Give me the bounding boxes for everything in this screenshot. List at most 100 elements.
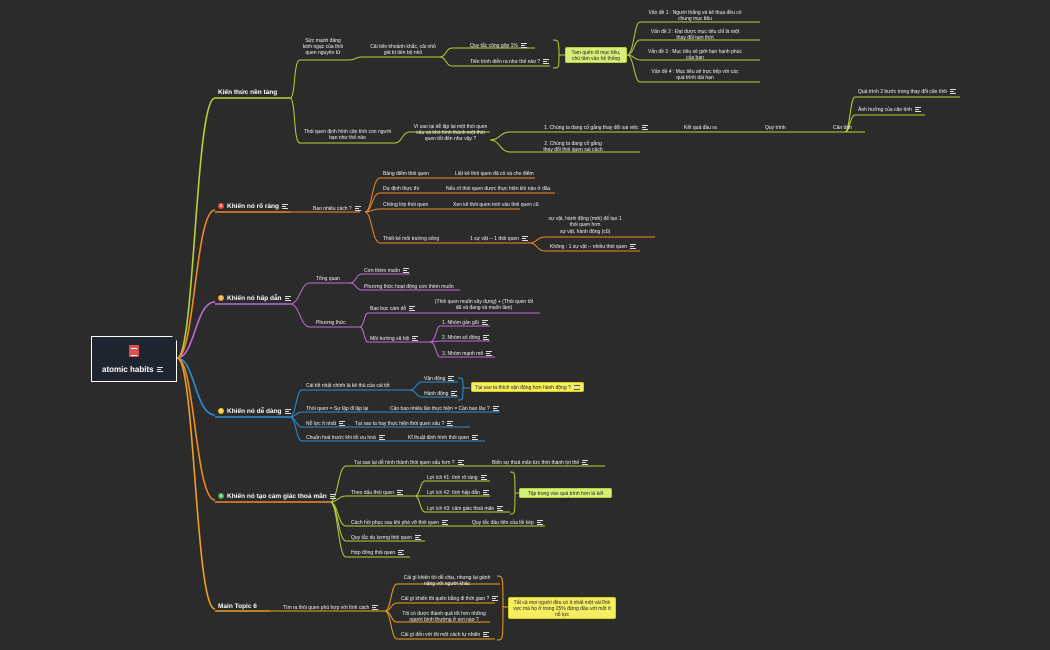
subtopic[interactable]: 1. Nhóm gần gũi xyxy=(442,320,488,326)
subtopic[interactable]: Lợi ích #3: cảm giác thoả mãn xyxy=(427,506,504,512)
note-icon xyxy=(483,335,490,341)
note-icon xyxy=(442,520,449,526)
subtopic[interactable]: Nỗ lực ít nhất xyxy=(306,421,346,427)
subtopic[interactable]: Hợp đồng thói quen xyxy=(351,550,405,556)
subtopic[interactable]: Thói quen = Sự lặp đi lặp lại xyxy=(306,406,369,412)
note-icon xyxy=(483,632,490,638)
subtopic[interactable]: Bao nhiêu cách ? xyxy=(313,206,361,212)
subtopic-label: Quy tắc du lương thói quen xyxy=(351,535,412,541)
note-icon xyxy=(284,295,291,301)
subtopic[interactable]: Phương thức hoạt động cơn thèm muốn xyxy=(364,284,454,290)
subtopic[interactable]: Vấn đề 1 : Người thắng và kẻ thua đều có… xyxy=(648,10,742,22)
subtopic[interactable]: Dự định thực thi xyxy=(383,186,419,192)
subtopic[interactable]: Lợi ích #1: tính rõ ràng xyxy=(427,475,487,481)
subtopic[interactable]: Cái tốt nhất chính là kẻ thù của cái tốt xyxy=(306,383,390,389)
subtopic[interactable]: Vì sao lại dễ lặp lại một thói quen xấu … xyxy=(413,124,488,142)
subtopic[interactable]: Quá trình 2 bước trong thay đổi căn tính xyxy=(858,89,957,95)
note-icon xyxy=(457,460,464,466)
subtopic[interactable]: Bảng điểm thói quen xyxy=(383,171,429,177)
subtopic[interactable]: 2. Nhóm số đông xyxy=(442,335,490,341)
summary-box[interactable]: Tất cả mọi người đều có ít nhất một vài … xyxy=(508,597,616,619)
summary-box[interactable]: Tại sao ta thích vận động hơn hành động … xyxy=(471,382,584,392)
summary-box[interactable]: Tam quên đi mục tiêu, chú tâm vào hệ thố… xyxy=(565,47,627,63)
subtopic[interactable]: Tìm ra thói quen phù hợp với tính cách xyxy=(283,605,379,611)
subtopic-label: Cơn thèm muốn xyxy=(364,268,401,274)
subtopic[interactable]: Chồng lớp thói quen xyxy=(383,202,429,208)
subtopic[interactable]: Cái gì khiến tôi dễ chịu, nhưng lại gánh… xyxy=(403,575,491,587)
central-topic[interactable]: atomic habits xyxy=(91,335,178,382)
note-icon xyxy=(403,268,410,274)
subtopic[interactable]: Quy tắc cộng gộp 1% xyxy=(470,43,527,49)
subtopic[interactable]: Cần bao nhiêu lần thực hiện = Cần bao lâ… xyxy=(390,406,499,412)
subtopic[interactable]: Theo dấu thói quen xyxy=(351,490,404,496)
subtopic-label: Lợi ích #3: cảm giác thoả mãn xyxy=(427,506,495,512)
subtopic[interactable]: Quy tắc đầu tiên của lối kép xyxy=(472,520,543,526)
subtopic[interactable]: Kĩ thuật định hình thói quen xyxy=(408,435,479,441)
subtopic[interactable]: Quy trình xyxy=(765,125,786,131)
main-topic-6[interactable]: Main Topic 6 xyxy=(218,603,257,610)
subtopic[interactable]: Tại sao lại dễ hình thành thói quen xấu … xyxy=(354,460,464,466)
main-topic-3-title: Khiến nó hấp dẫn xyxy=(227,295,282,302)
subtopic[interactable]: Phương thức xyxy=(316,320,346,326)
subtopic[interactable]: Vấn đề 2 : Đạt được mục tiêu chỉ là một … xyxy=(650,29,740,41)
main-topic-1[interactable]: Kiến thức nền tảng xyxy=(218,89,277,96)
subtopic[interactable]: Không : 1 sự vật -- nhiều thói quen xyxy=(550,244,637,250)
subtopic[interactable]: Lợi ích #2: tính hấp dẫn xyxy=(427,490,489,496)
note-icon xyxy=(520,43,527,49)
subtopic[interactable]: Ảnh hưởng của căn tính xyxy=(858,107,921,113)
subtopic[interactable]: Vấn đề 4 : Mục tiêu sẽ trực tiếp với các… xyxy=(651,69,739,81)
note-icon xyxy=(480,475,487,481)
note-icon xyxy=(447,421,454,427)
subtopic[interactable]: Sức mạnh đáng kinh ngạc của thói quen ng… xyxy=(302,38,344,56)
subtopic[interactable]: 3. Nhóm mạnh mẽ xyxy=(442,351,493,357)
subtopic[interactable]: Thiết kế môi trường sống xyxy=(383,236,440,242)
subtopic[interactable]: Biến sự thoả mãn tức thời thành lợi thế xyxy=(492,460,589,466)
subtopic[interactable]: Cải tiến khoảnh khắc, cải nhỏ giá trị ti… xyxy=(370,44,436,56)
book-icon xyxy=(129,345,139,357)
subtopic-label: Theo dấu thói quen xyxy=(351,490,395,496)
subtopic[interactable]: Vận động xyxy=(424,376,455,382)
note-icon xyxy=(409,306,416,312)
subtopic[interactable]: Liệt kê thói quen đã có và cho điểm xyxy=(455,171,534,177)
subtopic[interactable]: Cái gì đến với tôi một cách tự nhiên xyxy=(401,632,490,638)
subtopic-label: Hành động xyxy=(424,391,449,397)
subtopic[interactable]: Môi trường xã hội xyxy=(370,336,419,342)
subtopic[interactable]: Cơn thèm muốn xyxy=(364,268,410,274)
subtopic[interactable]: Tôi có được thành quả tốt hơn những ngườ… xyxy=(402,611,486,623)
subtopic[interactable]: sự vật, hành động (cũ) xyxy=(560,229,611,235)
subtopic[interactable]: Căn tính xyxy=(833,125,852,131)
subtopic[interactable]: Chuẩn hoá trước khi tối ưu hoá xyxy=(306,435,385,441)
subtopic-label: 3. Nhóm mạnh mẽ xyxy=(442,351,484,357)
subtopic[interactable]: Xen kẽ thói quen mới vào thói quen cũ xyxy=(453,202,539,208)
subtopic[interactable]: 2. Chúng ta đang cố gắng thay đổi thói q… xyxy=(543,141,603,153)
summary-box[interactable]: Tập trung vào quá trình hơn là kết quả xyxy=(519,488,612,503)
subtopic[interactable]: Bao bọc cám dỗ xyxy=(370,306,416,312)
subtopic[interactable]: Nếu rõ thói quen được thực hiện khi nào … xyxy=(446,186,551,192)
subtopic[interactable]: Hành động xyxy=(424,391,458,397)
subtopic-label: Quy tắc cộng gộp 1% xyxy=(470,43,518,49)
subtopic[interactable]: sự vật, hành động (mới) để tạo 1 thói qu… xyxy=(548,216,622,228)
note-icon xyxy=(398,550,405,556)
note-icon xyxy=(339,421,346,427)
subtopic-label: Bao nhiêu cách ? xyxy=(313,206,352,212)
subtopic-label: Tại sao ta hay thực hiện thói quen xấu ? xyxy=(355,421,445,427)
subtopic[interactable]: Quy tắc du lương thói quen xyxy=(351,535,421,541)
note-icon xyxy=(412,336,419,342)
subtopic[interactable]: Tổng quan xyxy=(316,276,340,282)
subtopic[interactable]: Thói quen định hình căn tính con người b… xyxy=(303,129,392,141)
subtopic[interactable]: Vấn đề 3 : Mục tiêu sẽ giới hạn hạnh phú… xyxy=(648,49,742,61)
subtopic[interactable]: Tiến trình diễn ra như thế nào ? xyxy=(470,59,550,65)
subtopic[interactable]: 1. Chúng ta đang cố gắng thay đổi sai vi… xyxy=(544,125,648,131)
subtopic[interactable]: Cái gì khiến tôi quên bằng đi thời gian … xyxy=(401,596,499,602)
subtopic[interactable]: Kết quả đầu ra xyxy=(684,125,717,131)
subtopic[interactable]: (Thói quen muốn xây dựng) + (Thói quen t… xyxy=(434,299,534,311)
subtopic[interactable]: Cách hồi phục sau khi phá vỡ thói quen xyxy=(351,520,449,526)
subtopic-label: Quy tắc đầu tiên của lối kép xyxy=(472,520,534,526)
subtopic[interactable]: 1 sự vật -- 1 thói quen xyxy=(470,236,528,242)
note-icon xyxy=(282,203,288,209)
subtopic[interactable]: Tại sao ta hay thực hiện thói quen xấu ? xyxy=(355,421,454,427)
